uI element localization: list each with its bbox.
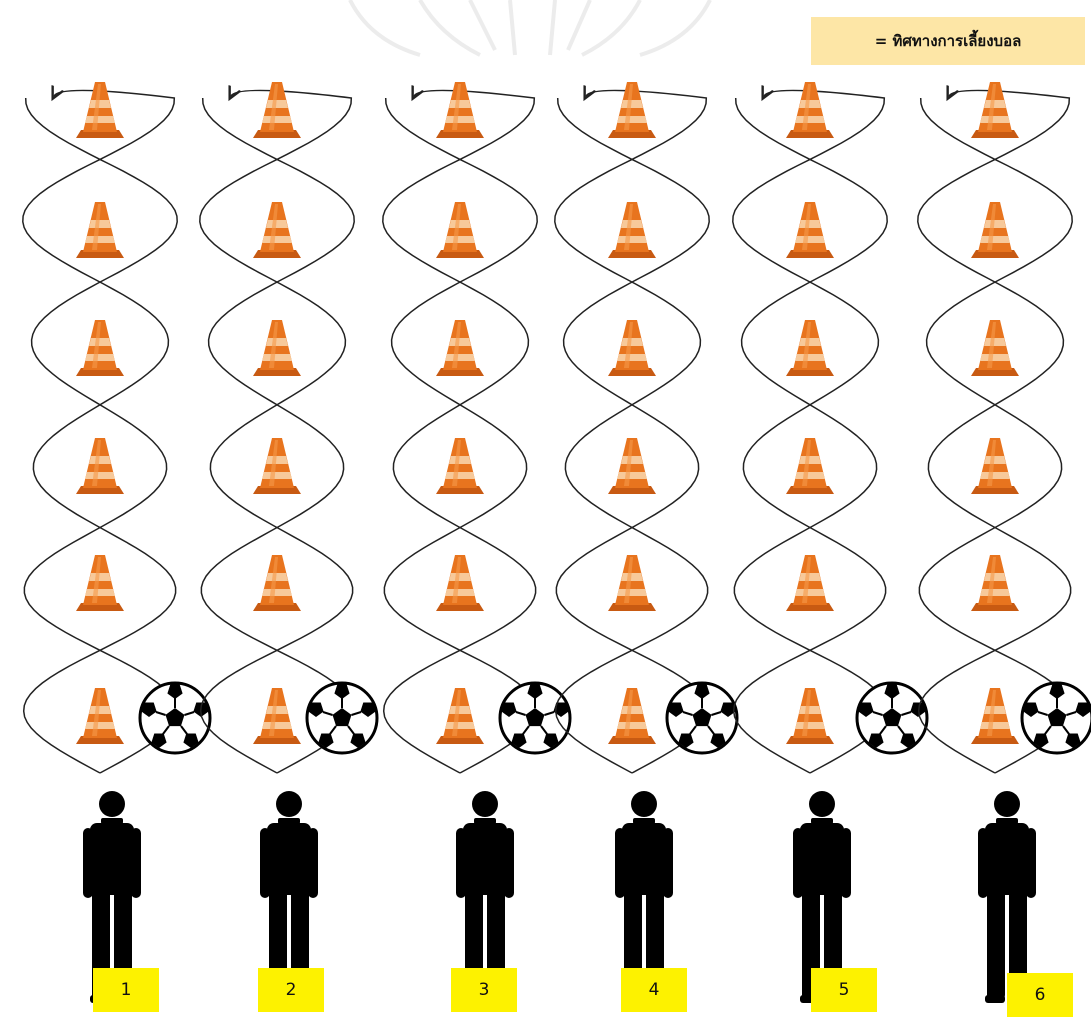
traffic-cone-icon: [608, 555, 656, 611]
dribble-path-line: [384, 98, 537, 773]
lane-number-label: 4: [621, 968, 687, 1012]
traffic-cone-icon: [253, 688, 301, 744]
traffic-cone-icon: [971, 438, 1019, 494]
traffic-cone-icon: [76, 202, 124, 258]
dribble-path-line: [201, 98, 354, 773]
traffic-cone-icon: [253, 555, 301, 611]
soccer-ball-icon: [307, 683, 377, 753]
dribble-path-line: [734, 98, 887, 773]
dribble-path-line: [919, 98, 1072, 773]
lane-5: [733, 82, 927, 1003]
lane-number-label: 6: [1007, 973, 1073, 1017]
soccer-ball-icon: [667, 683, 737, 753]
traffic-cone-icon: [786, 555, 834, 611]
dribble-path-arrow: [200, 90, 353, 773]
dribble-path-arrow: [23, 90, 176, 773]
soccer-ball-icon: [1022, 683, 1091, 753]
dribble-path-arrow: [733, 90, 886, 773]
traffic-cone-icon: [436, 438, 484, 494]
traffic-cone-icon: [786, 202, 834, 258]
lane-6: [918, 82, 1091, 1003]
dribble-path-arrow: [555, 90, 708, 773]
player-silhouette-icon: [978, 791, 1036, 1003]
traffic-cone-icon: [76, 320, 124, 376]
traffic-cone-icon: [971, 202, 1019, 258]
traffic-cone-icon: [436, 555, 484, 611]
traffic-cone-icon: [76, 688, 124, 744]
traffic-cone-icon: [786, 688, 834, 744]
lane-number-label: 5: [811, 968, 877, 1012]
lane-1: [23, 82, 210, 1003]
traffic-cone-icon: [436, 202, 484, 258]
traffic-cone-icon: [253, 320, 301, 376]
traffic-cone-icon: [786, 438, 834, 494]
lane-number-label: 2: [258, 968, 324, 1012]
traffic-cone-icon: [971, 688, 1019, 744]
traffic-cone-icon: [971, 555, 1019, 611]
soccer-ball-icon: [857, 683, 927, 753]
traffic-cone-icon: [76, 438, 124, 494]
traffic-cone-icon: [76, 555, 124, 611]
traffic-cone-icon: [608, 320, 656, 376]
dribble-path-arrow: [918, 90, 1071, 773]
dribble-path-line: [24, 98, 177, 773]
traffic-cone-icon: [253, 438, 301, 494]
lane-number-label: 3: [451, 968, 517, 1012]
lane-2: [200, 82, 377, 1003]
traffic-cone-icon: [608, 202, 656, 258]
traffic-cone-icon: [608, 688, 656, 744]
dribble-path-line: [556, 98, 709, 773]
soccer-ball-icon: [500, 683, 570, 753]
soccer-ball-icon: [140, 683, 210, 753]
traffic-cone-icon: [971, 320, 1019, 376]
traffic-cone-icon: [436, 320, 484, 376]
lane-4: [555, 82, 737, 1003]
traffic-cone-icon: [608, 438, 656, 494]
dribble-path-arrow: [383, 90, 536, 773]
traffic-cone-icon: [786, 320, 834, 376]
traffic-cone-icon: [253, 202, 301, 258]
lane-number-label: 1: [93, 968, 159, 1012]
traffic-cone-icon: [436, 688, 484, 744]
lane-3: [383, 82, 570, 1003]
